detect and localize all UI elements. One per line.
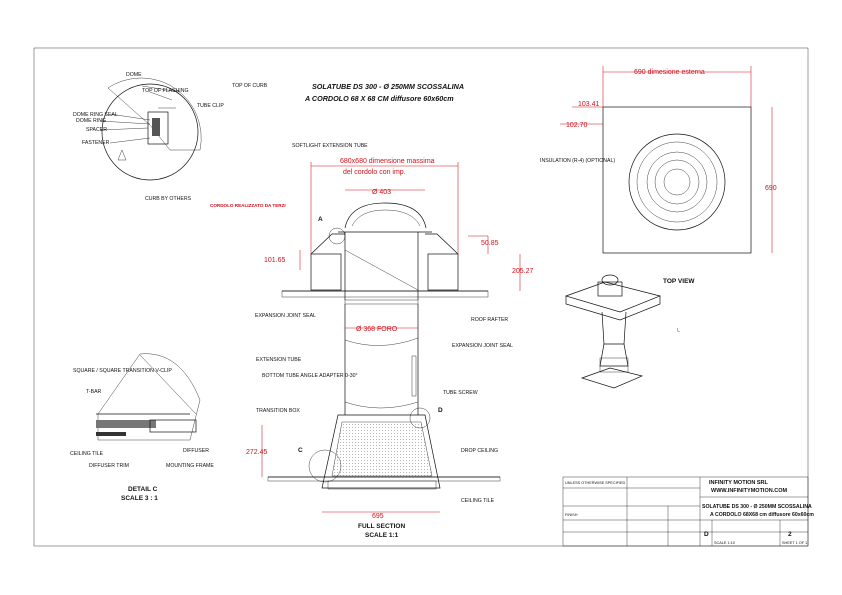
sheet-value: SHEET 1 OF 1 (782, 541, 807, 545)
dim-695: 695 (372, 513, 384, 520)
dome-ring-seal-label: DOME RING SEAL (73, 112, 118, 118)
title-block (562, 476, 809, 547)
max-dim-line2: del cordolo con imp. (343, 169, 406, 176)
dim-690-vertical: 690 (765, 185, 777, 192)
dim-10341: 103.41 (578, 101, 600, 108)
drawing-title-block-line2: A CORDOLO 68X68 cm diffusore 60x60cm (710, 512, 814, 518)
cordolo-label: CORDOLO REALIZZATO DA TERZI (210, 203, 286, 208)
dome-label: DOME (126, 72, 142, 78)
callout-a: A (318, 216, 323, 223)
tube-screw-label: TUBE SCREW (443, 390, 478, 396)
full-section-label: FULL SECTION (358, 523, 405, 530)
ext-690-label: 690 dimesione esterna (634, 69, 705, 76)
drawing-title-block-line1: SOLATUBE DS 300 - Ø 250MM SCOSSALINA (702, 504, 812, 510)
detail-c-drawing (96, 353, 201, 441)
softlight-label: SOFTLIGHT EXTENSION TUBE (292, 143, 368, 149)
roof-rafter-label: ROOF RAFTER (471, 317, 508, 323)
dim-10165: 101.65 (264, 257, 286, 264)
callout-d: D (438, 407, 443, 414)
dim-20527: 205.27 (512, 268, 534, 275)
dim-10270: 102.70 (566, 122, 588, 129)
dim-403: Ø 403 (372, 189, 391, 196)
top-curb-detail: DOME TOP OF FLASHING TUBE CLIP DOME RING… (73, 72, 224, 202)
company-website: WWW.INFINITYMOTION.COM (711, 488, 787, 494)
square-transition-label: SQUARE / SQUARE TRANSITION V-CLIP (73, 368, 172, 374)
max-dim-label: 680x680 dimensione massima (340, 158, 435, 165)
company-name: INFINITY MOTION SRL (709, 480, 769, 486)
finish-label: FINISH (565, 513, 578, 517)
dim-5085: 50.85 (481, 240, 499, 247)
isometric-view (564, 274, 662, 389)
curb-by-others-label: CURB BY OTHERS (145, 196, 192, 202)
section-dimensions (261, 162, 521, 513)
insulation-label: INSULATION (R-4) (OPTIONAL) (540, 158, 615, 164)
unless-specified-text: UNLESS OTHERWISE SPECIFIED (565, 481, 626, 485)
top-view-drawing (560, 66, 773, 254)
dome-ring-label: DOME RING (76, 118, 106, 124)
bottom-tube-angle-label: BOTTOM TUBE ANGLE ADAPTER 0-30° (262, 373, 358, 379)
rev-value: 2 (788, 531, 792, 538)
extension-tube-label: EXTENSION TUBE (256, 357, 302, 363)
drawing-title-line2: A CORDOLO 68 X 68 CM diffusore 60x60cm (304, 94, 454, 103)
dim-27245: 272.45 (246, 449, 268, 456)
top-view-label: TOP VIEW (663, 278, 695, 285)
drop-ceiling-label: DROP CEILING (461, 448, 498, 454)
detail-c-scale: SCALE 3 : 1 (121, 495, 158, 502)
ceiling-tile-detail-label: CEILING TILE (70, 451, 104, 457)
fastener-label: FASTENER (82, 140, 110, 146)
ceiling-tile-label: CEILING TILE (461, 498, 495, 504)
diffuser-label: DIFFUSER (183, 448, 209, 454)
expansion-joint-seal-right-label: EXPANSION JOINT SEAL (452, 343, 513, 349)
size-value: D (704, 531, 709, 538)
top-of-curb-label: TOP OF CURB (232, 83, 268, 89)
tube-clip-label: TUBE CLIP (197, 103, 224, 109)
callout-c: C (298, 447, 303, 454)
mounting-frame-label: MOUNTING FRAME (166, 463, 214, 469)
diffuser-trim-label: DIFFUSER TRIM (89, 463, 129, 469)
section-scale-label: SCALE 1:1 (365, 532, 399, 539)
detail-c-title: DETAIL C (128, 486, 158, 493)
scale-value: SCALE 1:10 (714, 541, 735, 545)
transition-box-label: TRANSITION BOX (256, 408, 300, 414)
full-section-drawing (267, 202, 501, 490)
dim-368: Ø 368 FORO (356, 326, 398, 333)
sheet-border (33, 47, 809, 547)
spacer-label: SPACER (86, 127, 107, 133)
view-mark: └ (676, 328, 680, 335)
expansion-joint-seal-left-label: EXPANSION JOINT SEAL (255, 313, 316, 319)
top-of-flashing-label: TOP OF FLASHING (142, 88, 189, 94)
t-bar-label: T-BAR (86, 389, 102, 395)
drawing-title-line1: SOLATUBE DS 300 - Ø 250MM SCOSSALINA (312, 82, 464, 91)
